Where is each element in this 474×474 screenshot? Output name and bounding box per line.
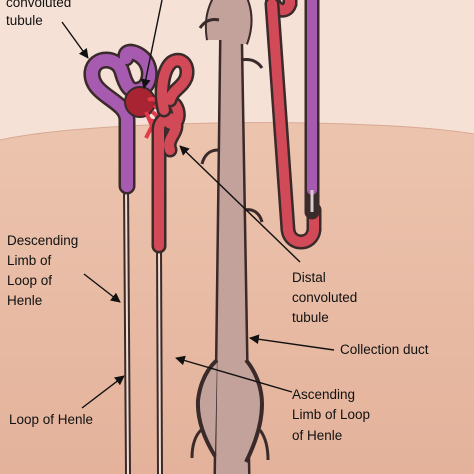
- distal-convoluted-tubule: [151, 52, 195, 254]
- ascending-limb-label-line2: Limb of Loop: [292, 407, 370, 422]
- ascending-limb-label-line1: Ascending: [292, 387, 355, 402]
- dct-label-line3: tubule: [292, 310, 329, 325]
- ascending-limb-arrow: [175, 355, 293, 393]
- pct-label-line2: tubule: [6, 13, 43, 28]
- ascending-limb-thin: [156, 245, 163, 474]
- descending-limb-label-line1: Descending: [7, 233, 78, 248]
- collection-duct-label: Collection duct: [340, 342, 429, 357]
- dct-label-line2: convoluted: [292, 290, 357, 305]
- descending-limb-arrow: [83, 273, 121, 303]
- collection-duct-arrow: [249, 334, 335, 351]
- descending-limb-label-line3: Loop of: [7, 273, 52, 288]
- glomerulus-arrow: [140, 0, 163, 89]
- loop-of-henle-label: Loop of Henle: [9, 412, 93, 427]
- collecting-duct: [190, 0, 270, 474]
- descending-limb-thin: [123, 185, 131, 474]
- ascending-limb-label-line3: of Henle: [292, 428, 342, 443]
- dct-label-line1: Distal: [292, 270, 326, 285]
- pct-label-line1: convoluted: [6, 0, 71, 10]
- loop-of-henle-arrow: [81, 375, 125, 409]
- pct-arrow: [61, 21, 89, 59]
- glomerulus: [124, 86, 159, 139]
- long-loop-of-henle: [264, 0, 322, 250]
- dct-arrow: [179, 145, 301, 263]
- descending-limb-label-line4: Henle: [7, 293, 42, 308]
- proximal-convoluted-tubule: [83, 43, 158, 195]
- pointer-arrows: [61, 0, 335, 409]
- descending-limb-label-line2: Limb of: [7, 253, 52, 268]
